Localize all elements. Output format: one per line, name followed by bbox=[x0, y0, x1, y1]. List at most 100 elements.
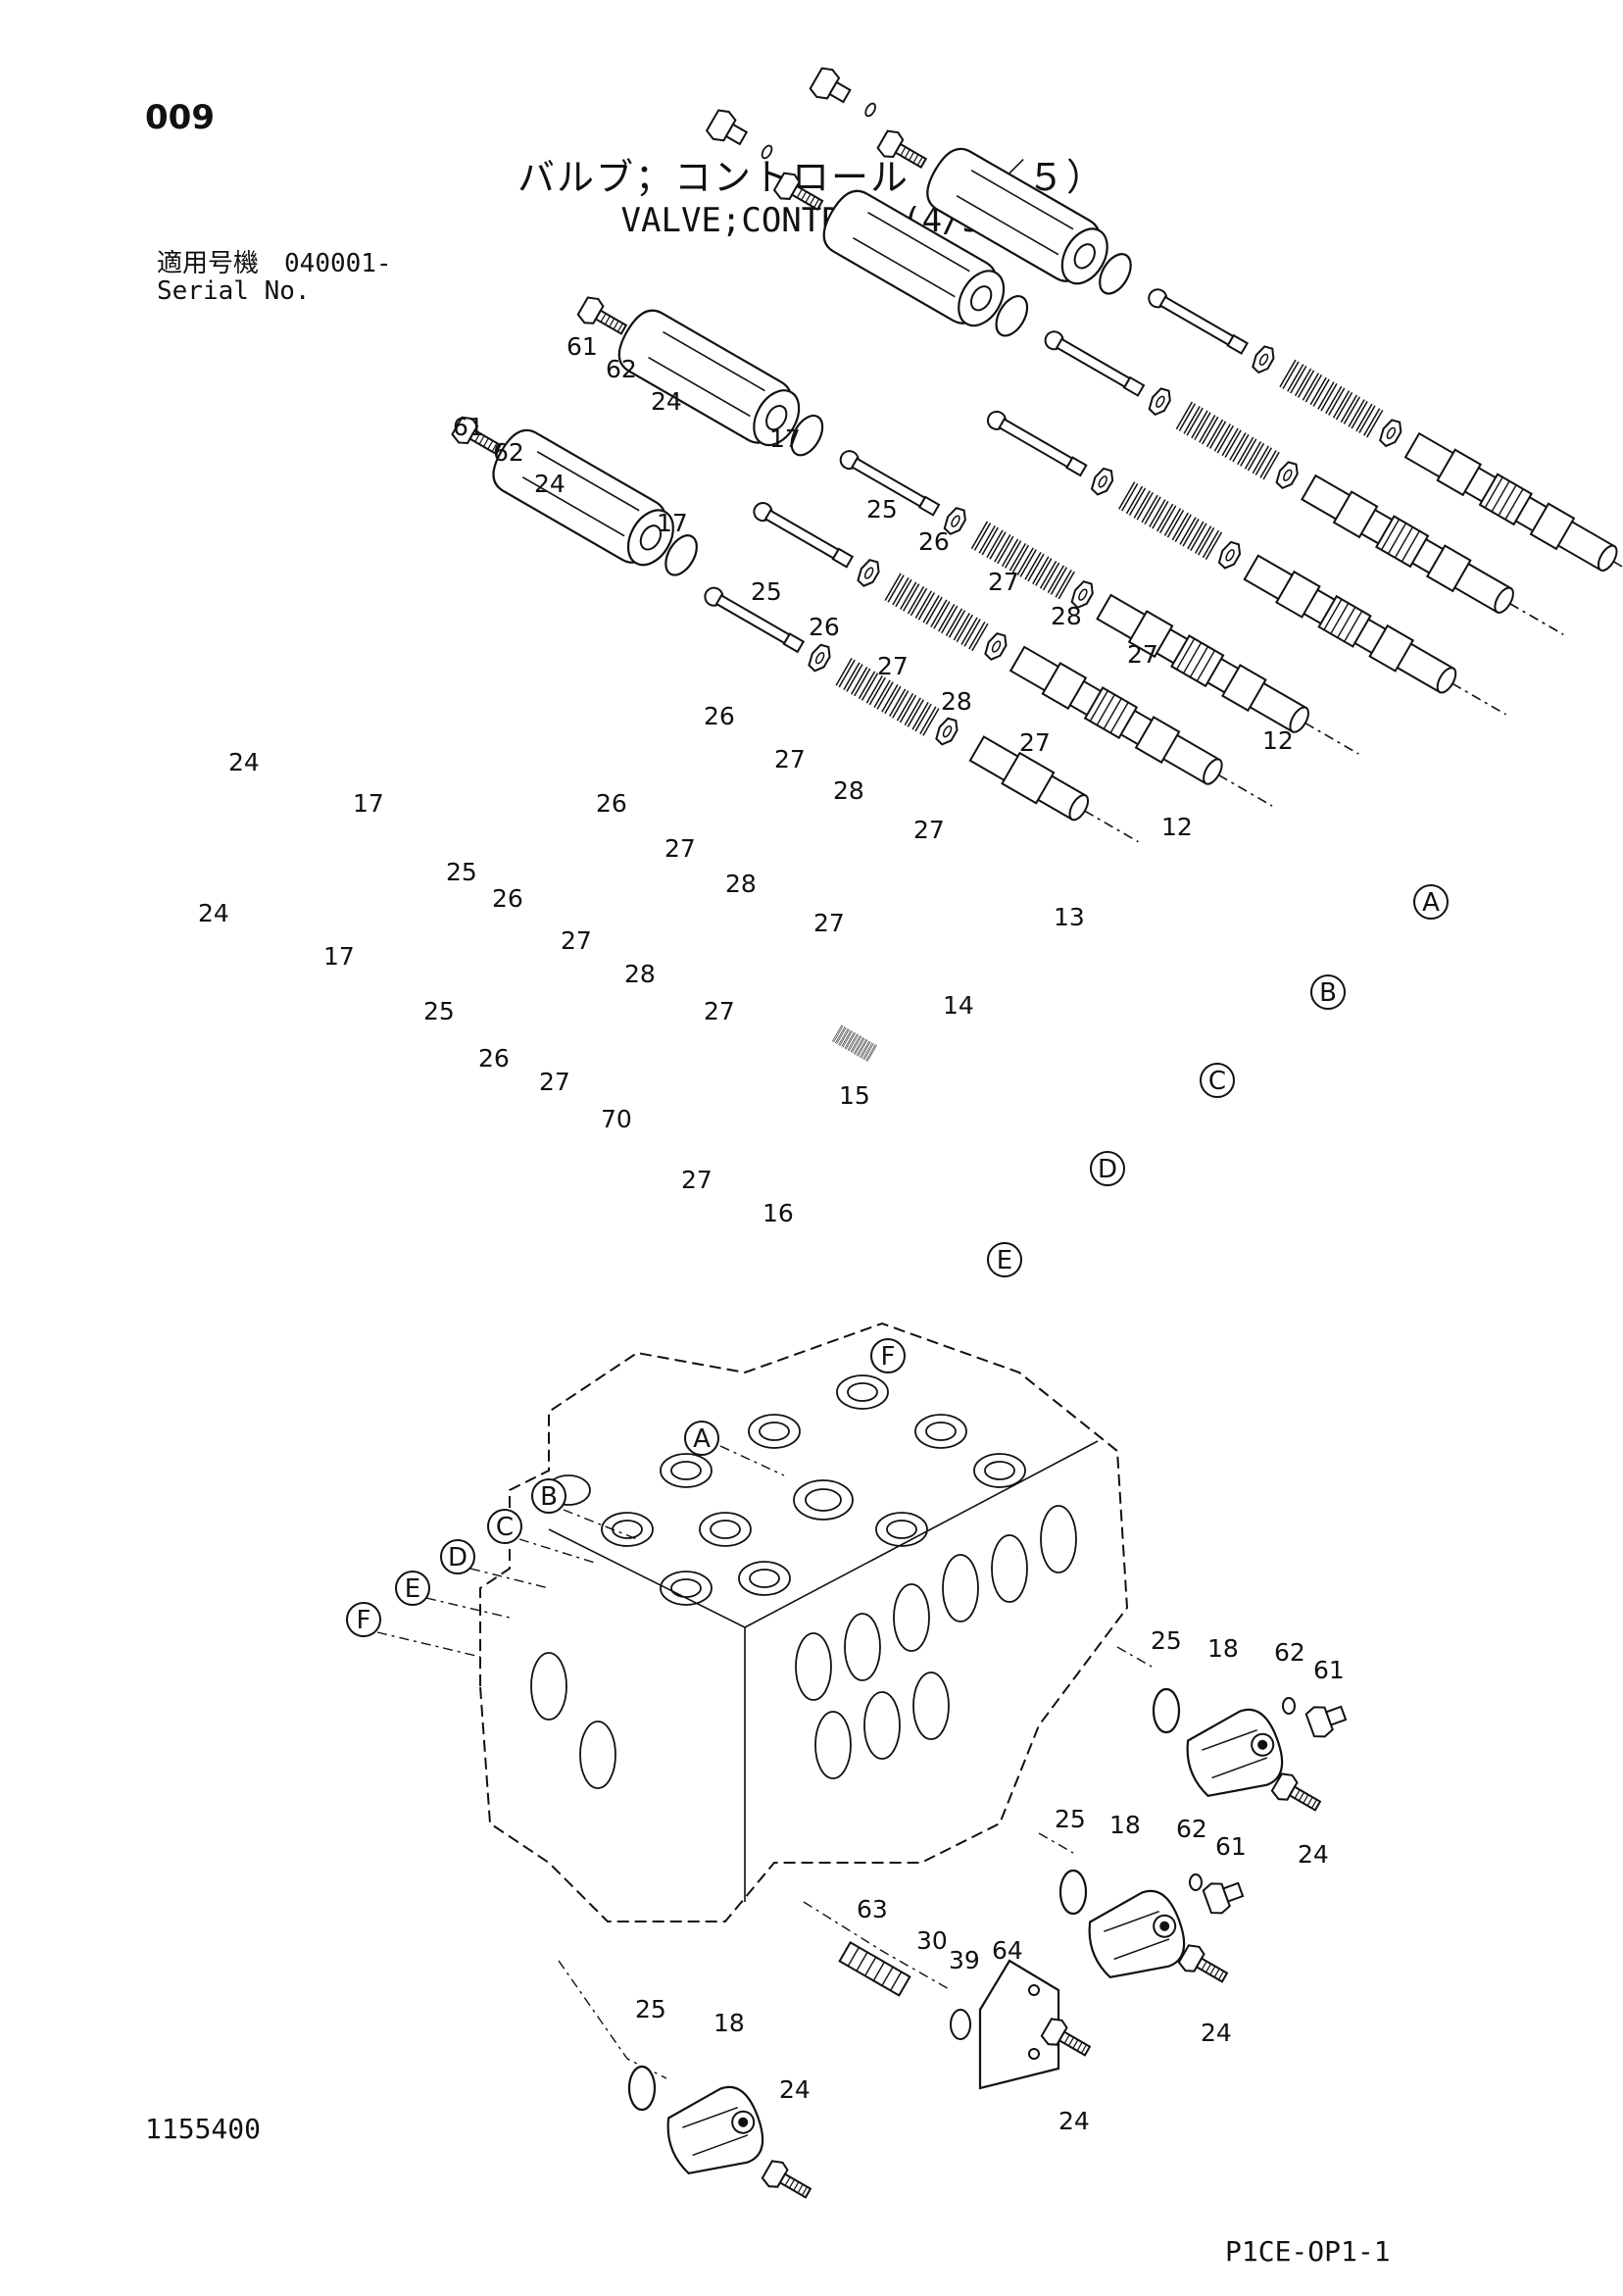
label-62: 62 bbox=[1176, 1815, 1207, 1843]
serial-value: 040001- bbox=[284, 249, 392, 278]
connection-markers: A B C D E F A B bbox=[346, 884, 1449, 1637]
label-39: 39 bbox=[949, 1946, 980, 1974]
row-spool-15 bbox=[750, 498, 1273, 807]
label-16: 16 bbox=[762, 1199, 794, 1227]
label-28: 28 bbox=[1051, 602, 1082, 630]
label-24: 24 bbox=[228, 748, 260, 776]
label-24: 24 bbox=[651, 387, 682, 416]
label-17: 17 bbox=[323, 942, 355, 971]
label-13: 13 bbox=[1054, 903, 1085, 931]
label-24: 24 bbox=[1058, 2107, 1090, 2135]
label-17: 17 bbox=[769, 424, 801, 453]
label-17: 17 bbox=[657, 509, 688, 537]
svg-text:E: E bbox=[997, 1246, 1012, 1275]
label-25: 25 bbox=[751, 577, 782, 606]
label-27: 27 bbox=[704, 997, 735, 1025]
marker-c-upper: C bbox=[1200, 1063, 1235, 1098]
svg-text:F: F bbox=[357, 1606, 371, 1635]
row-spool-16 bbox=[449, 413, 1139, 843]
row-spool-12-top bbox=[807, 64, 1623, 594]
label-28: 28 bbox=[941, 687, 972, 716]
svg-text:A: A bbox=[1422, 888, 1440, 918]
label-12: 12 bbox=[1262, 726, 1294, 755]
body-leader-lines bbox=[376, 1445, 1153, 2079]
label-26: 26 bbox=[809, 613, 840, 641]
label-25: 25 bbox=[635, 1995, 666, 2023]
label-61: 61 bbox=[566, 332, 598, 361]
label-24: 24 bbox=[779, 2075, 811, 2104]
label-27: 27 bbox=[539, 1068, 570, 1096]
page-number: 009 bbox=[145, 98, 215, 137]
label-27: 27 bbox=[877, 652, 909, 680]
label-26: 26 bbox=[704, 702, 735, 730]
label-62: 62 bbox=[606, 355, 637, 383]
serial-label-en: Serial No. bbox=[157, 276, 311, 306]
label-18: 18 bbox=[1207, 1634, 1239, 1663]
label-63: 63 bbox=[857, 1895, 888, 1923]
label-25: 25 bbox=[866, 495, 898, 524]
svg-text:B: B bbox=[540, 1482, 558, 1512]
label-27: 27 bbox=[988, 568, 1019, 596]
marker-c-lower: C bbox=[487, 1509, 522, 1544]
document-number: 1155400 bbox=[145, 2113, 262, 2145]
label-28: 28 bbox=[725, 870, 757, 898]
marker-b-lower: B bbox=[531, 1478, 566, 1514]
label-26: 26 bbox=[492, 884, 523, 913]
serial-info: 適用号機 040001- Serial No. bbox=[157, 250, 392, 305]
label-27: 27 bbox=[1127, 640, 1158, 669]
svg-text:B: B bbox=[1319, 978, 1337, 1008]
marker-e-lower: E bbox=[395, 1571, 430, 1606]
label-62: 62 bbox=[1274, 1638, 1305, 1667]
lower-right-parts bbox=[627, 1023, 1351, 2207]
row-spool-13 bbox=[983, 407, 1506, 716]
svg-text:C: C bbox=[1208, 1067, 1226, 1096]
label-27: 27 bbox=[561, 926, 592, 955]
marker-f-upper: F bbox=[870, 1338, 906, 1373]
svg-text:E: E bbox=[405, 1574, 420, 1604]
valve-body bbox=[376, 1322, 1153, 2079]
label-28: 28 bbox=[833, 776, 864, 805]
label-70: 70 bbox=[601, 1105, 632, 1133]
label-61: 61 bbox=[1313, 1656, 1345, 1684]
marker-a-upper: A bbox=[1413, 884, 1449, 920]
label-24: 24 bbox=[534, 470, 566, 498]
label-27: 27 bbox=[1019, 728, 1051, 757]
upper-exploded-view bbox=[449, 64, 1623, 843]
marker-d-upper: D bbox=[1090, 1151, 1125, 1186]
label-25: 25 bbox=[446, 858, 477, 886]
svg-text:D: D bbox=[1098, 1155, 1117, 1184]
marker-f-lower: F bbox=[346, 1602, 381, 1637]
label-27: 27 bbox=[913, 816, 945, 844]
label-24: 24 bbox=[1298, 1840, 1329, 1869]
label-61: 61 bbox=[1215, 1832, 1247, 1861]
label-25: 25 bbox=[423, 997, 455, 1025]
label-25: 25 bbox=[1055, 1805, 1086, 1833]
label-64: 64 bbox=[992, 1936, 1023, 1965]
label-62: 62 bbox=[493, 438, 524, 467]
label-12: 12 bbox=[1161, 813, 1193, 841]
label-14: 14 bbox=[943, 991, 974, 1020]
svg-text:F: F bbox=[881, 1342, 896, 1372]
label-26: 26 bbox=[478, 1044, 510, 1073]
label-27: 27 bbox=[813, 909, 845, 937]
label-24: 24 bbox=[198, 899, 229, 927]
svg-text:A: A bbox=[693, 1424, 711, 1454]
svg-text:C: C bbox=[496, 1513, 514, 1542]
sheet-code: P1CE-OP1-1 bbox=[1225, 2235, 1391, 2268]
marker-e-upper: E bbox=[987, 1242, 1022, 1277]
label-18: 18 bbox=[713, 2009, 745, 2037]
label-26: 26 bbox=[596, 789, 627, 818]
label-61: 61 bbox=[453, 413, 484, 441]
label-27: 27 bbox=[664, 834, 696, 863]
label-25: 25 bbox=[1151, 1626, 1182, 1655]
label-28: 28 bbox=[624, 960, 656, 988]
label-17: 17 bbox=[353, 789, 384, 818]
label-26: 26 bbox=[918, 527, 950, 556]
svg-text:D: D bbox=[448, 1543, 467, 1572]
part-labels: 61 62 24 17 61 62 24 17 25 25 26 26 27 2… bbox=[198, 332, 1345, 2135]
row-spool-14 bbox=[574, 292, 1359, 755]
label-30: 30 bbox=[916, 1926, 948, 1955]
label-18: 18 bbox=[1109, 1811, 1141, 1839]
label-27: 27 bbox=[774, 745, 806, 774]
